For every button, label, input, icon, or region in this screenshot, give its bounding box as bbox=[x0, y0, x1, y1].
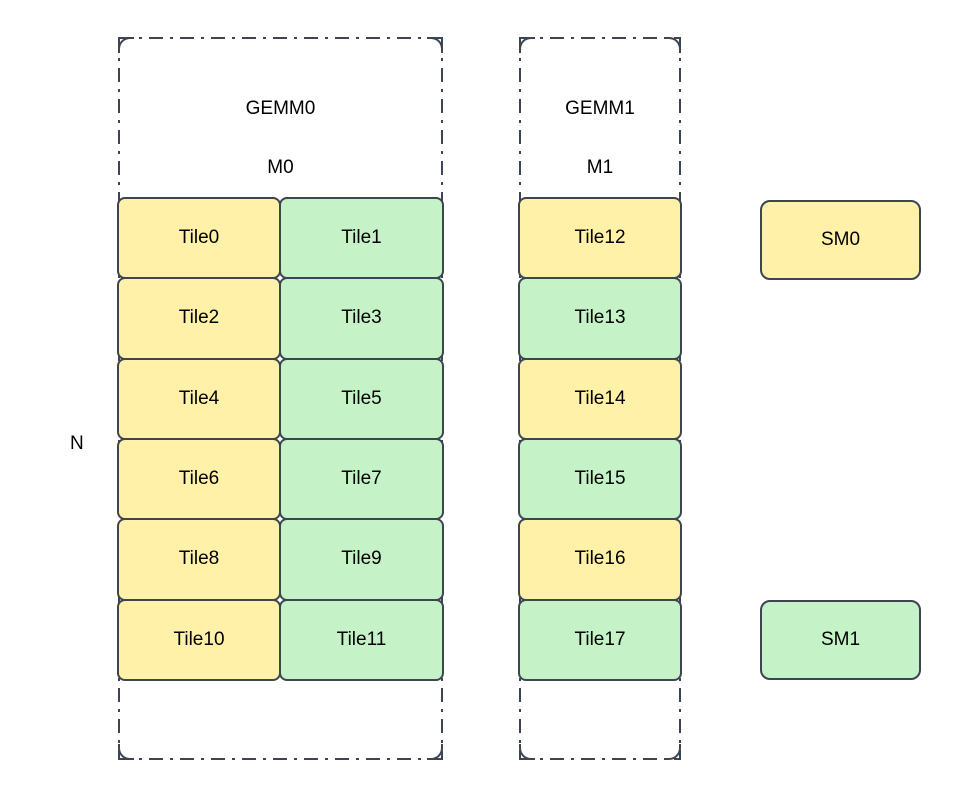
group-title-gemm1: GEMM1 bbox=[565, 98, 635, 119]
tile-15[interactable]: Tile15 bbox=[518, 437, 682, 521]
group-dim-label-gemm0: M0 bbox=[267, 157, 294, 178]
tile-13[interactable]: Tile13 bbox=[518, 277, 682, 360]
tile-16[interactable]: Tile16 bbox=[518, 518, 682, 601]
group-dim-label-gemm1: M1 bbox=[586, 157, 614, 178]
axis-label-n: N bbox=[70, 433, 84, 454]
frame-corner-top-left bbox=[519, 37, 535, 53]
frame-corner-bottom-left bbox=[519, 744, 535, 760]
tile-9[interactable]: Tile9 bbox=[279, 518, 444, 601]
tile-7[interactable]: Tile7 bbox=[279, 437, 444, 521]
tile-8[interactable]: Tile8 bbox=[117, 518, 281, 601]
tile-grid-gemm1: Tile12 Tile13 Tile14 Tile15 Tile16 Tile1… bbox=[518, 197, 682, 681]
tile-10[interactable]: Tile10 bbox=[117, 598, 281, 681]
tile-5[interactable]: Tile5 bbox=[279, 357, 444, 440]
group-title-gemm0: GEMM0 bbox=[245, 98, 316, 119]
tile-0[interactable]: Tile0 bbox=[117, 197, 281, 280]
tile-17[interactable]: Tile17 bbox=[518, 598, 682, 681]
legend-box-sm1[interactable]: SM1 bbox=[760, 600, 921, 680]
frame-corner-bottom-right bbox=[427, 744, 443, 760]
frame-corner-top-right bbox=[665, 37, 681, 53]
tile-11[interactable]: Tile11 bbox=[279, 598, 444, 681]
frame-corner-top-right bbox=[427, 37, 443, 53]
tile-14[interactable]: Tile14 bbox=[518, 357, 682, 440]
tile-6[interactable]: Tile6 bbox=[117, 437, 281, 521]
tile-2[interactable]: Tile2 bbox=[117, 277, 281, 360]
tile-3[interactable]: Tile3 bbox=[279, 277, 444, 360]
tile-4[interactable]: Tile4 bbox=[117, 357, 281, 440]
frame-corner-top-left bbox=[118, 37, 134, 53]
frame-corner-bottom-left bbox=[118, 744, 134, 760]
frame-corner-bottom-right bbox=[665, 744, 681, 760]
tile-grid-gemm0: Tile0 Tile1 Tile2 Tile3 Tile4 Tile5 Tile… bbox=[117, 197, 444, 681]
legend-box-sm0[interactable]: SM0 bbox=[760, 200, 921, 280]
tile-12[interactable]: Tile12 bbox=[518, 197, 682, 280]
tile-1[interactable]: Tile1 bbox=[279, 197, 444, 280]
